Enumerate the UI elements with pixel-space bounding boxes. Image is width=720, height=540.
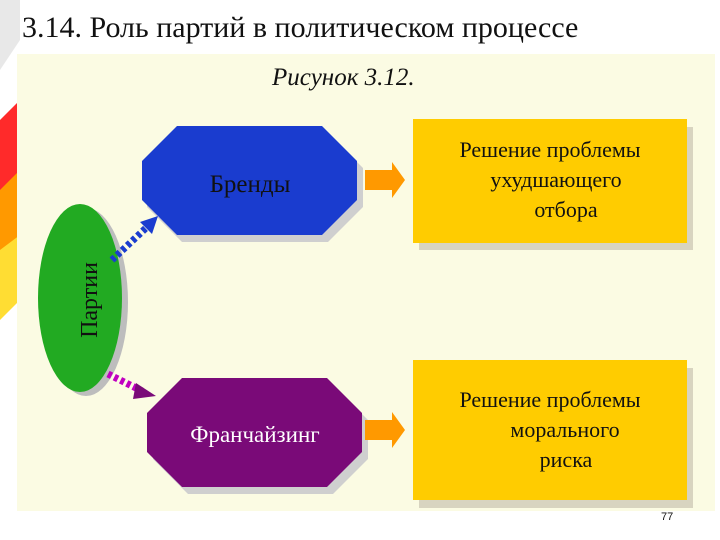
result-bottom-box [413,360,687,500]
result-top-line-1: Решение проблемы [459,137,640,162]
figure-caption: Рисунок 3.12. [272,64,415,91]
arrow-brands-to-result [365,162,405,198]
parties-ellipse [38,204,122,392]
brands-octagon [142,126,357,235]
result-top-box [413,119,687,243]
arrow-franchising-to-result [365,412,405,448]
left-decorative-stripe [0,0,20,540]
result-top-line-2: ухудшающего [490,167,621,192]
page-number: 77 [661,511,674,523]
slide-title: 3.14. Роль партий в политическом процесс… [22,11,579,44]
result-bottom-line-2: морального [510,417,619,442]
result-bottom-line-3: риска [540,447,593,472]
arrow-parties-to-franchising [106,370,156,399]
franchising-octagon [147,378,362,487]
result-top-line-3: отбора [534,197,598,222]
parties-label: Партии [77,262,103,338]
result-bottom-line-1: Решение проблемы [459,387,640,412]
brands-label: Бренды [210,171,291,198]
arrow-parties-to-brands [109,216,158,263]
franchising-label: Франчайзинг [190,422,319,447]
